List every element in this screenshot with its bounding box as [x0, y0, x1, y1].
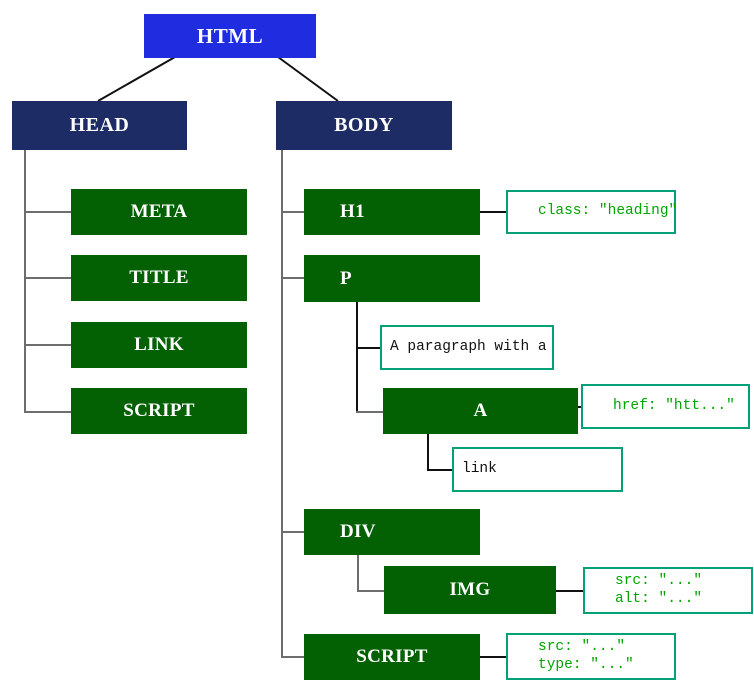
attr-img-src: src: "..." — [615, 572, 703, 589]
connector-p-anchor — [356, 411, 384, 413]
attr-h1-class: class: "heading" — [538, 203, 678, 220]
connector-body-h1 — [281, 211, 305, 213]
connector-p-textnode — [356, 347, 381, 349]
text-node-paragraph: A paragraph with a — [380, 325, 554, 370]
connector-body-div — [281, 531, 305, 533]
connector-body-trunk — [281, 150, 283, 657]
connector-head-link — [24, 344, 72, 346]
connector-body-p — [281, 277, 305, 279]
attr-box-h1-class: class: "heading" — [506, 190, 678, 234]
connector-div-trunk — [357, 554, 359, 591]
node-body-script-label: SCRIPT — [356, 646, 428, 667]
node-a-label: A — [473, 400, 488, 421]
connector-head-script — [24, 411, 72, 413]
connector-div-img — [357, 590, 385, 592]
node-link-label: LINK — [134, 334, 184, 355]
node-html[interactable]: HTML — [144, 14, 316, 58]
node-h1-label: H1 — [340, 201, 365, 222]
text-node-link-value: link — [462, 460, 497, 477]
node-body-label: BODY — [334, 114, 394, 136]
connector-script-attr — [479, 656, 507, 658]
attr-script-type: type: "..." — [538, 656, 634, 673]
attr-box-img: src: "..." alt: "..." — [583, 567, 753, 614]
connector-body-script — [281, 656, 305, 658]
node-meta-label: META — [130, 201, 188, 222]
connector-p-trunk — [356, 302, 358, 412]
node-head-label: HEAD — [69, 114, 130, 136]
node-h1[interactable]: H1 — [304, 189, 480, 235]
node-head[interactable]: HEAD — [12, 101, 187, 150]
node-img[interactable]: IMG — [384, 566, 556, 614]
node-link[interactable]: LINK — [71, 322, 247, 368]
node-title[interactable]: TITLE — [71, 255, 247, 301]
node-body-script[interactable]: SCRIPT — [304, 634, 480, 680]
connector-a-trunk — [427, 434, 429, 471]
connector-a-textnode — [427, 469, 452, 471]
attr-box-script: src: "..." type: "..." — [506, 633, 676, 680]
node-body[interactable]: BODY — [276, 101, 452, 150]
node-a[interactable]: A — [383, 388, 578, 434]
node-head-script-label: SCRIPT — [123, 400, 195, 421]
node-p-label: P — [340, 267, 352, 289]
node-title-label: TITLE — [129, 267, 189, 288]
node-img-label: IMG — [449, 579, 491, 600]
attr-img-alt: alt: "..." — [615, 590, 703, 607]
connector-head-title — [24, 277, 72, 279]
node-html-label: HTML — [196, 23, 264, 48]
text-node-link: link — [452, 447, 623, 492]
attr-script-src: src: "..." — [538, 638, 626, 655]
node-div-label: DIV — [340, 521, 376, 542]
connector-h1-attr — [479, 211, 507, 213]
node-meta[interactable]: META — [71, 189, 247, 235]
node-p[interactable]: P — [304, 255, 480, 302]
text-node-paragraph-value: A paragraph with a — [390, 338, 547, 355]
node-div[interactable]: DIV — [304, 509, 480, 555]
node-head-script[interactable]: SCRIPT — [71, 388, 247, 434]
attr-a-href: href: "htt..." — [613, 397, 735, 414]
connector-img-attr — [556, 590, 584, 592]
connector-head-trunk — [24, 150, 26, 413]
connector-head-meta — [24, 211, 72, 213]
attr-box-a-href: href: "htt..." — [581, 384, 750, 429]
